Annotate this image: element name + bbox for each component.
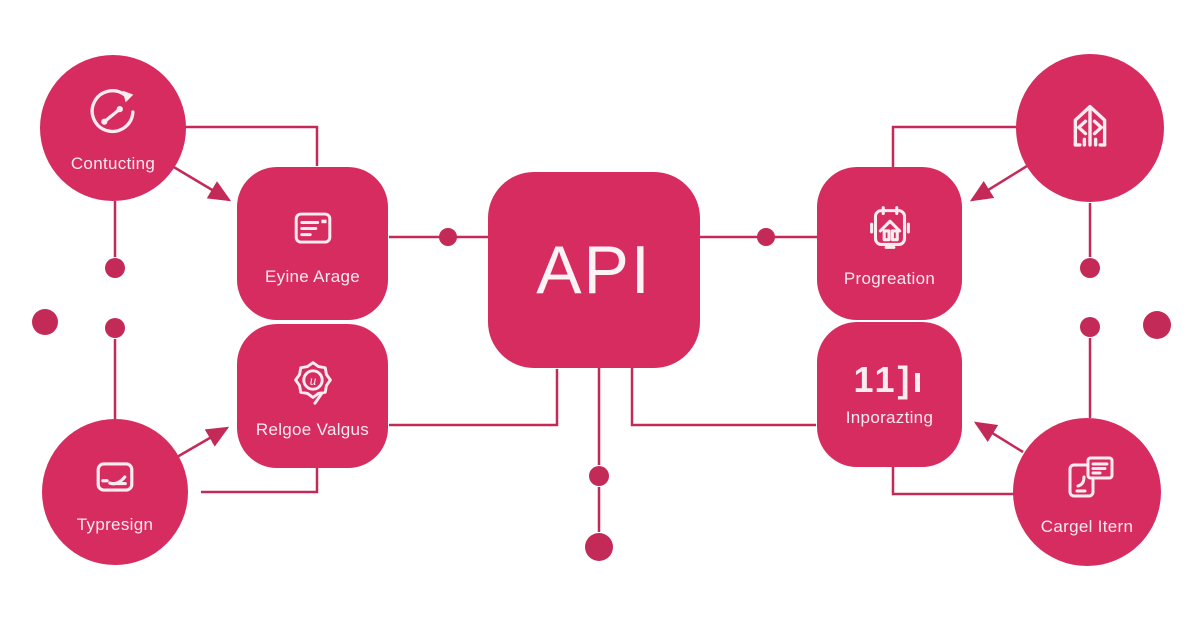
node-eyine: Eyine Arage bbox=[237, 167, 388, 320]
connector-dot bbox=[32, 309, 58, 335]
connector-line bbox=[630, 368, 816, 427]
node-code-house bbox=[1016, 54, 1164, 202]
node-label: Cargel Itern bbox=[1040, 517, 1134, 536]
node-cargel: Cargel Itern bbox=[1013, 418, 1161, 566]
connector-line bbox=[891, 466, 1014, 496]
node-inporaeting: 11]ı Inporazting bbox=[817, 322, 962, 467]
connector-line bbox=[891, 125, 1017, 167]
connector-line bbox=[201, 468, 319, 494]
connector-arrow bbox=[973, 421, 1024, 454]
digits-icon: 11]ı bbox=[853, 358, 926, 400]
badge-glyph: u bbox=[309, 373, 316, 388]
node-contucting: Contucting bbox=[40, 55, 186, 201]
connector-dot bbox=[1080, 258, 1100, 278]
api-label: API bbox=[536, 232, 652, 308]
chat-device-icon bbox=[1068, 456, 1114, 498]
connector-line bbox=[389, 369, 559, 427]
api-node: API bbox=[488, 172, 700, 368]
node-label: Relgoe Valgus bbox=[255, 420, 370, 439]
code-house-icon bbox=[1073, 104, 1107, 147]
trend-arrow-bubble-icon bbox=[90, 89, 135, 134]
node-label: Contucting bbox=[70, 154, 156, 173]
connector-dot bbox=[105, 258, 125, 278]
node-typresign: Typresign bbox=[42, 419, 188, 565]
connector-dot bbox=[589, 466, 609, 486]
node-label: Typresign bbox=[76, 515, 154, 534]
document-card-icon bbox=[294, 212, 331, 244]
node-progreation: Progreation bbox=[817, 167, 962, 320]
connector-dot bbox=[585, 533, 613, 561]
badge-seal-icon: u bbox=[293, 361, 332, 405]
signature-card-icon bbox=[96, 462, 134, 492]
connector-dot bbox=[439, 228, 457, 246]
node-label: Eyine Arage bbox=[265, 266, 360, 286]
connector-dot bbox=[1080, 317, 1100, 337]
connector-dot bbox=[757, 228, 775, 246]
node-label: Inporazting bbox=[845, 407, 934, 427]
node-label: Progreation bbox=[843, 268, 936, 288]
connector-arrow bbox=[176, 426, 230, 459]
connector-dot bbox=[105, 318, 125, 338]
connector-line bbox=[185, 125, 319, 166]
calendar-home-icon bbox=[869, 205, 910, 249]
node-relgoe: u Relgoe Valgus bbox=[237, 324, 388, 468]
connector-arrow bbox=[969, 164, 1028, 202]
connector-arrow bbox=[171, 164, 232, 202]
connector-dot bbox=[1143, 311, 1171, 339]
